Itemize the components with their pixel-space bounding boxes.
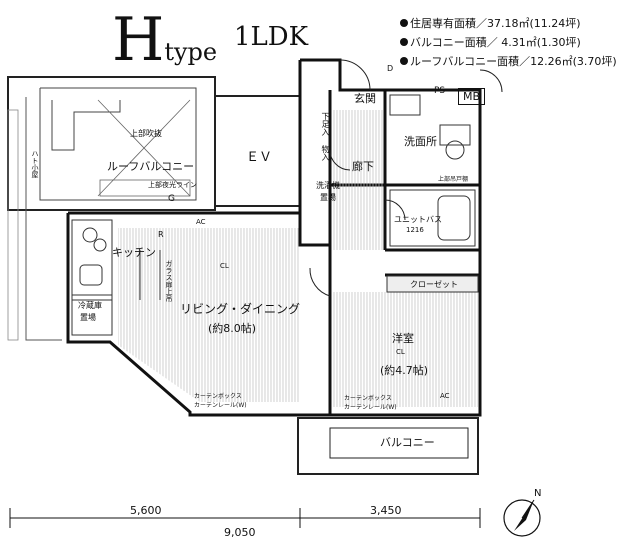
- closet-label: クローゼット: [410, 280, 458, 289]
- north-arrow-icon: [503, 499, 541, 537]
- dimension-total: 9,050: [224, 526, 256, 539]
- cl-symbol-2: CL: [396, 348, 405, 356]
- fridge-label-2: 置場: [80, 313, 96, 322]
- curtain-rail-label-1: カーテンレール(W): [194, 402, 247, 409]
- upper-louver-label: 上部夜光ライン: [148, 181, 197, 189]
- bullet-icon: [400, 38, 408, 46]
- unit-bath: [389, 189, 476, 247]
- curtain-rail-label-2: カーテンレール(W): [344, 404, 397, 411]
- curtain-box-label-1: カーテンボックス: [194, 393, 242, 400]
- roof-balcony-label: ルーフバルコニー: [107, 160, 195, 173]
- washroom-label: 洗面所: [404, 135, 437, 148]
- d-symbol: D: [387, 64, 394, 73]
- area-row: ルーフバルコニー面積／12.26㎡(3.70坪): [400, 52, 632, 71]
- area-row: バルコニー面積／ 4.31㎡(1.30坪): [400, 33, 632, 52]
- mb-symbol: MB: [458, 88, 486, 105]
- closet-block: [386, 275, 479, 293]
- ac-symbol: AC: [196, 218, 206, 226]
- upper-storage-label: 上部吊戸棚: [438, 176, 469, 183]
- r-symbol: R: [158, 230, 164, 239]
- storage-label: 物入: [321, 145, 330, 161]
- western-size-label: (約4.7帖): [380, 364, 429, 377]
- wash-area: [389, 94, 471, 160]
- corridor-label: 廊下: [352, 160, 374, 173]
- curtain-box-label-2: カーテンボックス: [344, 395, 392, 402]
- bullet-icon: [400, 19, 408, 27]
- balcony-label: バルコニー: [380, 436, 435, 449]
- area-row: 住居専有面積／37.18㎡(11.24坪): [400, 14, 632, 33]
- kitchen-label: キッチン: [112, 246, 156, 259]
- hatched-label: ハト小屋: [31, 150, 39, 178]
- plan-type-title: Htype: [112, 0, 217, 80]
- dimension-right: 3,450: [370, 504, 402, 517]
- dimension-lines: [9, 508, 481, 528]
- flooring: [118, 110, 478, 407]
- unit-bath-label-1: ユニットバス: [394, 215, 442, 224]
- glass-door-label: ガラス扉上吊: [165, 260, 173, 302]
- layout-label: 1LDK: [234, 22, 309, 52]
- cl-symbol: CL: [220, 262, 229, 270]
- type-letter: H: [112, 5, 165, 75]
- laundry-label-1: 洗濯機: [316, 181, 340, 190]
- g-symbol: G: [168, 194, 175, 204]
- western-room-label: 洋室: [392, 332, 414, 345]
- fridge-label-1: 冷蔵庫: [78, 301, 102, 310]
- entrance-label: 玄関: [354, 92, 376, 105]
- bullet-icon: [400, 57, 408, 65]
- type-word: type: [164, 38, 218, 66]
- upper-void-label: 上部吹抜: [130, 129, 162, 138]
- dimension-left: 5,600: [130, 504, 162, 517]
- north-label: N: [534, 488, 542, 499]
- living-label: リビング・ダイニング: [180, 302, 301, 316]
- ev-label: ＥＶ: [246, 150, 273, 165]
- ps-symbol: PS: [434, 86, 446, 96]
- unit-bath-label-2: 1216: [406, 226, 424, 234]
- kitchen-counter: [71, 219, 161, 336]
- doors: [309, 59, 503, 297]
- shoes-label: 下足入: [321, 112, 330, 136]
- area-summary: 住居専有面積／37.18㎡(11.24坪) バルコニー面積／ 4.31㎡(1.3…: [400, 14, 632, 71]
- laundry-label-2: 置場: [320, 193, 336, 202]
- ac-symbol-2: AC: [440, 392, 450, 400]
- living-size-label: (約8.0帖): [208, 322, 257, 335]
- balcony-area: [297, 417, 479, 475]
